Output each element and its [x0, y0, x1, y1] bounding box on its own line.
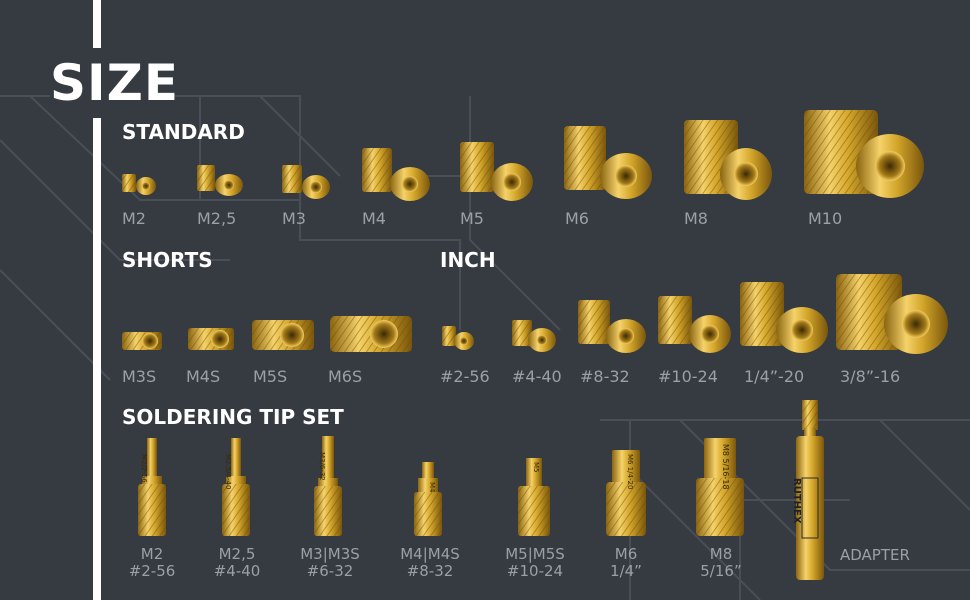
label-inch: #2-56	[440, 367, 490, 386]
insert-m3s	[122, 332, 162, 350]
adapter-label: ADAPTER	[840, 546, 910, 564]
tip-label-line2: #6-32	[306, 562, 354, 580]
insert-m6s	[330, 316, 412, 352]
tip-label: M2 #2-56	[122, 546, 182, 580]
insert-2-56	[442, 326, 474, 350]
tip-mark: M6 1/4-20	[626, 454, 634, 490]
tip-mark: M8 5/16-18	[721, 444, 730, 490]
tip-mark: M5	[532, 462, 540, 473]
tip-mark: M2.5/4-40	[224, 454, 232, 490]
insert-m8	[684, 120, 772, 200]
label-inch: #10-24	[658, 367, 718, 386]
insert-m2-5	[197, 165, 243, 196]
label-shorts: M3S	[122, 367, 157, 386]
insert-1-4-20	[740, 282, 828, 353]
soldering-tip-m5	[518, 458, 550, 536]
label-standard: M2	[122, 209, 146, 228]
tip-label-line1: M2	[140, 545, 164, 563]
insert-m6	[564, 126, 652, 199]
section-standard: STANDARD	[122, 120, 245, 144]
label-inch: #8-32	[580, 367, 630, 386]
tip-label-line2: #8-32	[406, 562, 454, 580]
tip-label: M4|M4S #8-32	[388, 546, 472, 580]
tip-label-line2: 1/4”	[610, 562, 642, 580]
tip-label-line1: M3|M3S	[300, 545, 360, 563]
page-title: SIZE	[50, 52, 180, 114]
tip-mark: M3/6-32	[318, 452, 326, 481]
insert-m3	[282, 165, 330, 199]
insert-m5	[460, 142, 533, 201]
label-standard: M3	[282, 209, 306, 228]
soldering-tip-m8	[696, 438, 744, 536]
insert-m2	[122, 174, 156, 195]
label-standard: M10	[808, 209, 843, 228]
soldering-tip-m2-5	[222, 438, 250, 536]
insert-3-8-16	[836, 274, 948, 354]
adapter-brand: RUTHEX	[791, 478, 802, 524]
tip-mark: M4	[428, 482, 436, 493]
tip-label-line2: #4-40	[213, 562, 261, 580]
tip-label: M5|M5S #10-24	[492, 546, 578, 580]
section-soldering-tip-set: SOLDERING TIP SET	[122, 405, 344, 429]
label-standard: M5	[460, 209, 484, 228]
label-inch: 1/4”-20	[744, 367, 805, 386]
tip-label-line1: M4|M4S	[400, 545, 460, 563]
insert-10-24	[658, 296, 731, 353]
insert-4-40	[512, 320, 556, 352]
insert-m4	[362, 148, 430, 201]
tip-label: M3|M3S #6-32	[290, 546, 370, 580]
insert-m10	[804, 110, 924, 198]
tip-label-line1: M5|M5S	[505, 545, 565, 563]
label-shorts: M4S	[186, 367, 221, 386]
soldering-tip-m3	[314, 436, 342, 536]
label-standard: M6	[565, 209, 589, 228]
label-standard: M2,5	[197, 209, 237, 228]
label-standard: M4	[362, 209, 386, 228]
tip-label-line2: #10-24	[506, 562, 564, 580]
section-inch: INCH	[440, 248, 496, 272]
label-shorts: M5S	[253, 367, 288, 386]
tip-label-line1: M6	[614, 545, 638, 563]
label-standard: M8	[684, 209, 708, 228]
soldering-tip-m4	[414, 462, 442, 536]
tip-label: M8 5/16”	[686, 546, 756, 580]
tip-label-line1: M8	[709, 545, 733, 563]
section-shorts: SHORTS	[122, 248, 213, 272]
insert-m4s	[188, 328, 234, 350]
soldering-tip-m6	[606, 450, 646, 536]
label-inch: 3/8”-16	[840, 367, 901, 386]
tip-label-line2: 5/16”	[700, 562, 742, 580]
label-inch: #4-40	[512, 367, 562, 386]
insert-m5s	[252, 320, 314, 350]
tip-label-line2: #2-56	[128, 562, 176, 580]
tip-mark: M2/2-56	[140, 454, 148, 483]
adapter-tool	[796, 400, 824, 580]
accent-bar	[93, 118, 101, 600]
accent-bar-top	[93, 0, 101, 48]
label-shorts: M6S	[328, 367, 363, 386]
tip-label: M2,5 #4-40	[204, 546, 270, 580]
insert-8-32	[578, 300, 646, 353]
tip-label-line1: M2,5	[218, 545, 256, 563]
soldering-tip-m2	[138, 438, 166, 536]
tip-label: M6 1/4”	[596, 546, 656, 580]
